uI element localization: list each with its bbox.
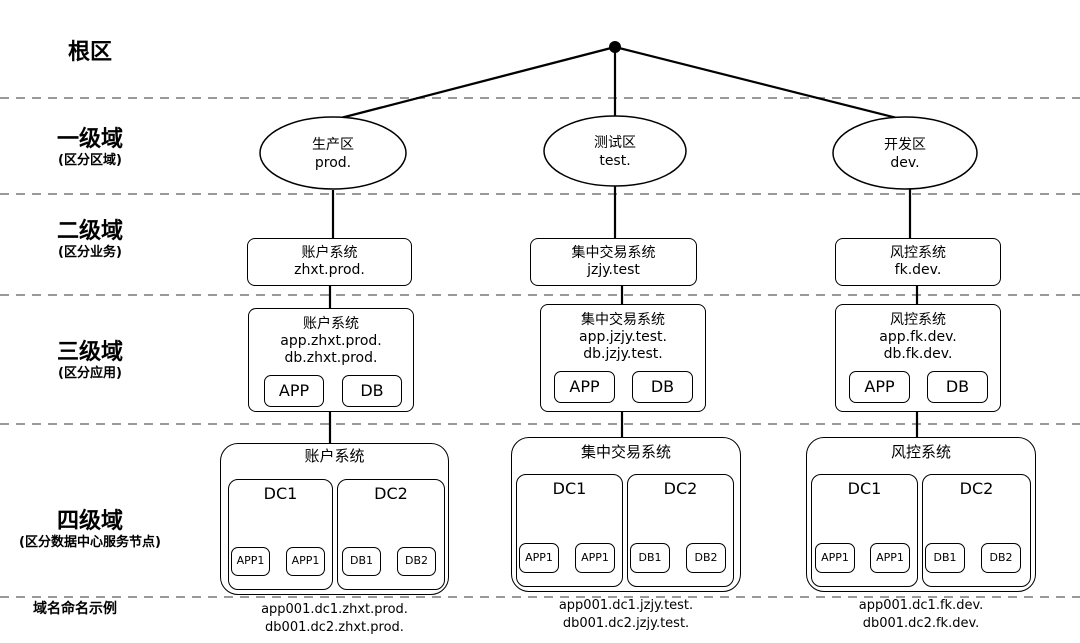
business-name: 集中交易系统 [571, 245, 656, 261]
app-title: 风控系统 [890, 312, 946, 328]
domain-example: app001.dc1.jzjy.test. db001.dc2.jzjy.tes… [511, 597, 741, 633]
domain-example: app001.dc1.zhxt.prod. db001.dc2.zhxt.pro… [220, 601, 449, 637]
business-name: 风控系统 [890, 245, 946, 261]
db-domain: db.fk.dev. [883, 346, 953, 362]
domain-example: app001.dc1.fk.dev. db001.dc2.fk.dev. [806, 597, 1036, 633]
level-label-1: 一级域 (区分区域) [35, 127, 145, 169]
level-label-2: 二级域 (区分业务) [35, 219, 145, 261]
node-app1[interactable]: APP1 [815, 543, 855, 573]
region-label: 生产区 prod. [283, 136, 383, 172]
level-title: 四级域 [56, 509, 123, 534]
region-label: 测试区 test. [565, 134, 665, 170]
dc-group-title: 风控系统 [890, 443, 951, 461]
example-app: app001.dc1.fk.dev. [858, 598, 984, 613]
dc-group-title: 账户系统 [304, 447, 365, 465]
db-button[interactable]: DB [927, 371, 988, 403]
node-db2[interactable]: DB2 [981, 543, 1021, 573]
root-node [609, 41, 621, 53]
level-subtitle: (区分应用) [58, 366, 122, 381]
level-label-root: 根区 [40, 40, 140, 66]
app-title: 账户系统 [303, 316, 359, 332]
example-app: app001.dc1.zhxt.prod. [261, 602, 408, 617]
root-to-prod-line [332, 45, 616, 122]
level-title: 根区 [67, 40, 112, 65]
level-subtitle: (区分数据中心服务节点) [19, 535, 161, 550]
level-subtitle: (区分区域) [58, 153, 122, 168]
dc1-label: DC1 [847, 479, 882, 498]
example-db: db001.dc2.jzjy.test. [562, 616, 690, 631]
app-button[interactable]: APP [264, 375, 324, 407]
dc2-label: DC2 [959, 479, 994, 498]
node-db1[interactable]: DB1 [630, 543, 670, 573]
app-button[interactable]: APP [554, 371, 615, 403]
region-code: prod. [314, 155, 352, 171]
level-title: 一级域 [56, 127, 123, 152]
node-app1[interactable]: APP1 [870, 543, 910, 573]
node-app1[interactable]: APP1 [286, 547, 325, 576]
level-title: 域名命名示例 [33, 601, 117, 617]
db-button[interactable]: DB [342, 375, 402, 407]
db-domain: db.jzjy.test. [583, 346, 663, 362]
region-ellipse-dev [832, 116, 978, 190]
region-label: 开发区 dev. [855, 136, 955, 172]
example-app: app001.dc1.jzjy.test. [558, 598, 694, 613]
dc1-label: DC1 [552, 479, 587, 498]
node-db1[interactable]: DB1 [925, 543, 965, 573]
region-ellipse-prod [259, 116, 407, 190]
business-domain: jzjy.test [587, 262, 640, 278]
region-code: dev. [890, 155, 920, 171]
level-title: 三级域 [56, 340, 123, 365]
app-title: 集中交易系统 [581, 312, 665, 328]
level-title: 二级域 [56, 219, 123, 244]
region-ellipse-test [543, 115, 687, 187]
region-name: 测试区 [594, 135, 636, 151]
business-box: 集中交易系统 jzjy.test [530, 238, 697, 286]
dc1-label: DC1 [263, 484, 298, 503]
business-domain: zhxt.prod. [294, 262, 365, 278]
root-to-dev-line [614, 45, 906, 122]
db-domain: db.zhxt.prod. [284, 350, 378, 366]
app-domain: app.jzjy.test. [578, 329, 667, 345]
node-app1[interactable]: APP1 [519, 543, 559, 573]
business-box: 风控系统 fk.dev. [835, 238, 1001, 286]
level-label-4: 四级域 (区分数据中心服务节点) [0, 509, 180, 551]
node-db1[interactable]: DB1 [342, 547, 381, 576]
db-button[interactable]: DB [632, 371, 693, 403]
node-db2[interactable]: DB2 [397, 547, 436, 576]
region-name: 开发区 [884, 137, 926, 153]
app-domain: app.fk.dev. [879, 329, 957, 345]
node-db2[interactable]: DB2 [686, 543, 726, 573]
node-app1[interactable]: APP1 [231, 547, 270, 576]
level-label-3: 三级域 (区分应用) [35, 340, 145, 382]
region-code: test. [599, 153, 631, 169]
node-app1[interactable]: APP1 [575, 543, 615, 573]
business-name: 账户系统 [301, 245, 358, 261]
example-db: db001.dc2.zhxt.prod. [265, 620, 404, 635]
region-name: 生产区 [312, 137, 354, 153]
example-db: db001.dc2.fk.dev. [862, 616, 980, 631]
level-label-example: 域名命名示例 [20, 601, 130, 617]
app-domain: app.zhxt.prod. [280, 333, 382, 349]
app-button[interactable]: APP [849, 371, 910, 403]
dc2-label: DC2 [663, 479, 698, 498]
dc-group-title: 集中交易系统 [580, 443, 671, 461]
business-domain: fk.dev. [894, 262, 942, 278]
level-subtitle: (区分业务) [58, 245, 122, 260]
dc2-label: DC2 [374, 484, 408, 503]
business-box: 账户系统 zhxt.prod. [247, 238, 412, 286]
